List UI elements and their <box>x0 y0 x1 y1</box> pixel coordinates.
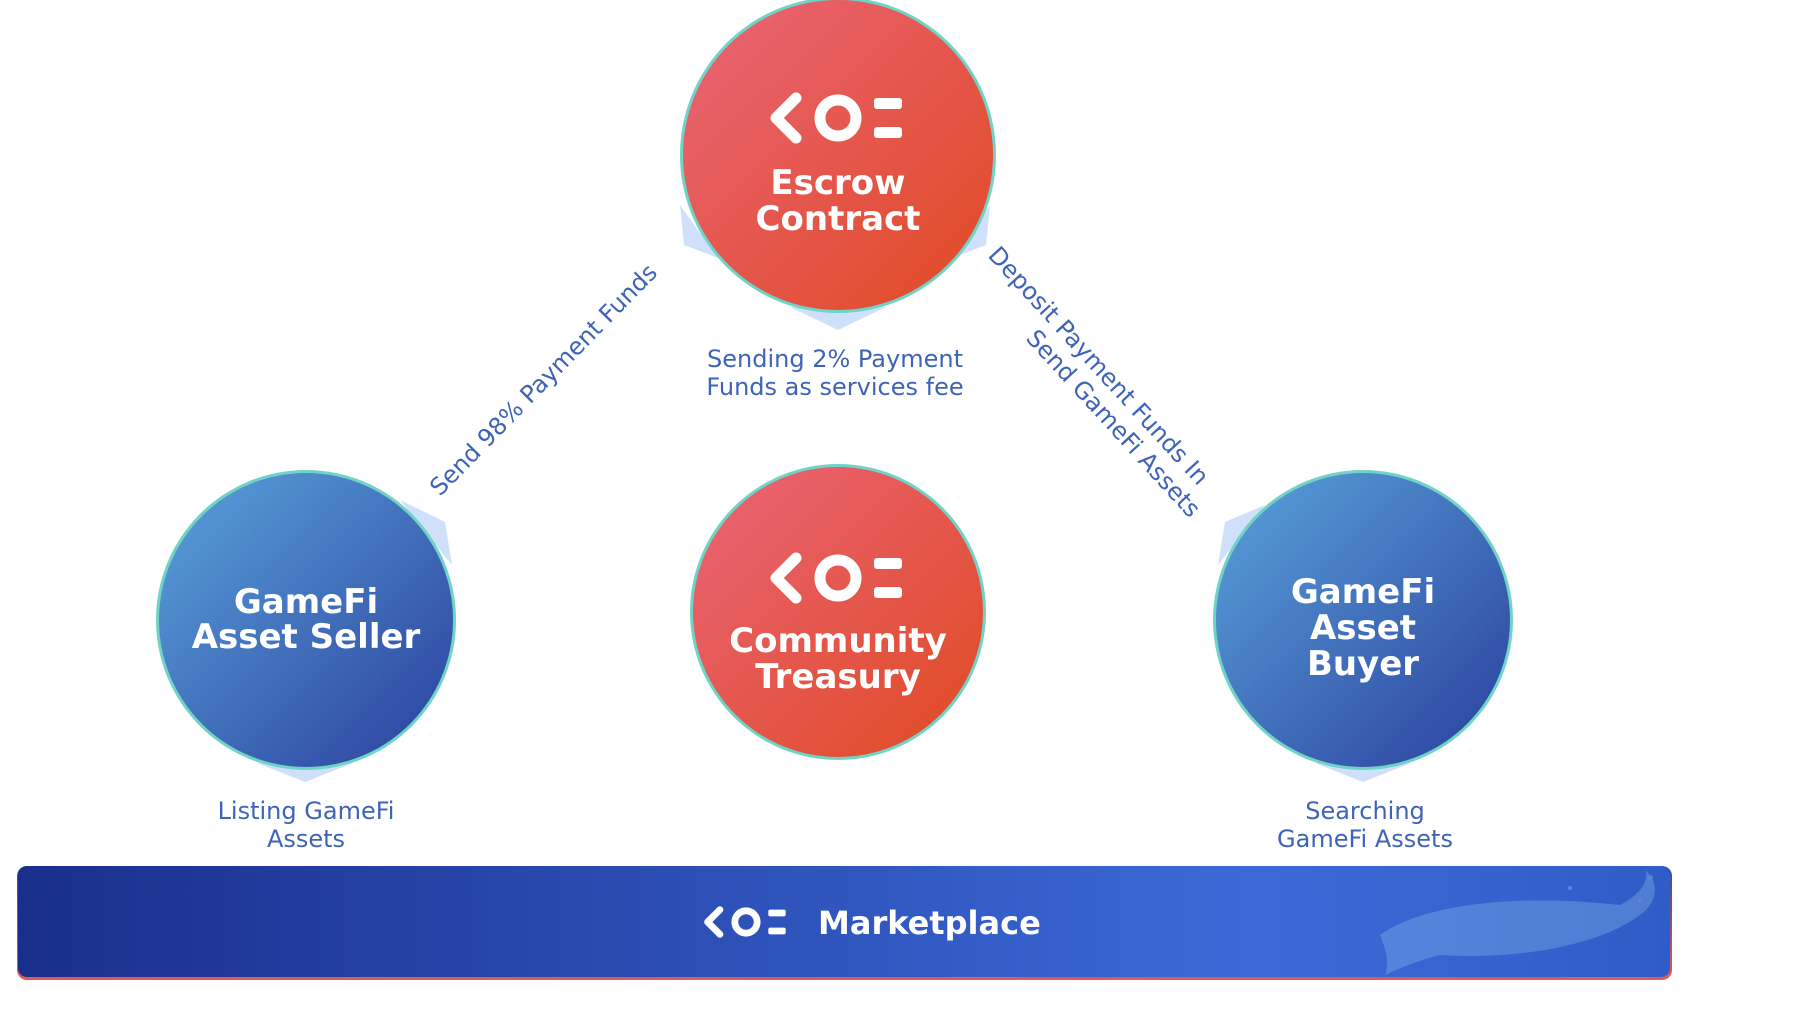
treasury-title-line2: Treasury <box>755 657 921 697</box>
edge-label-send-assets: Send GameFi Assets <box>1021 324 1206 523</box>
seller-title-line2: Asset Seller <box>192 617 421 657</box>
edge-label-send-payment: Send 98% Payment Funds <box>424 258 663 501</box>
escrow-contract-node: Escrow Contract <box>680 0 996 313</box>
buyer-title-line2: Asset <box>1310 608 1416 648</box>
escrow-title-line1: Escrow <box>770 163 905 203</box>
edge-label-deposit-payment: Deposit Payment Funds In <box>983 241 1215 490</box>
seller-caption-line1: Listing GameFi <box>218 797 395 825</box>
escrow-bottom-arrow <box>790 307 886 330</box>
buyer-title-line3: Buyer <box>1307 644 1419 684</box>
asset-seller-node: GameFi Asset Seller <box>156 470 456 770</box>
marketplace-bar: Marketplace <box>17 866 1672 980</box>
seller-caption-line2: Assets <box>267 825 345 853</box>
buyer-title-line1: GameFi <box>1291 572 1435 612</box>
fee-caption-line2: Funds as services fee <box>706 373 963 401</box>
buyer-caption-line2: GameFi Assets <box>1277 825 1453 853</box>
seller-title-line1: GameFi <box>234 582 378 622</box>
treasury-title-line1: Community <box>729 621 947 661</box>
community-treasury-node: Community Treasury <box>690 464 986 760</box>
fee-caption-line1: Sending 2% Payment <box>707 345 963 373</box>
asset-buyer-node: GameFi Asset Buyer <box>1213 470 1513 770</box>
escrow-title-line2: Contract <box>756 199 921 239</box>
whale-icon <box>1380 870 1655 975</box>
buyer-caption-line1: Searching <box>1305 797 1425 825</box>
marketplace-label: Marketplace <box>818 904 1041 942</box>
